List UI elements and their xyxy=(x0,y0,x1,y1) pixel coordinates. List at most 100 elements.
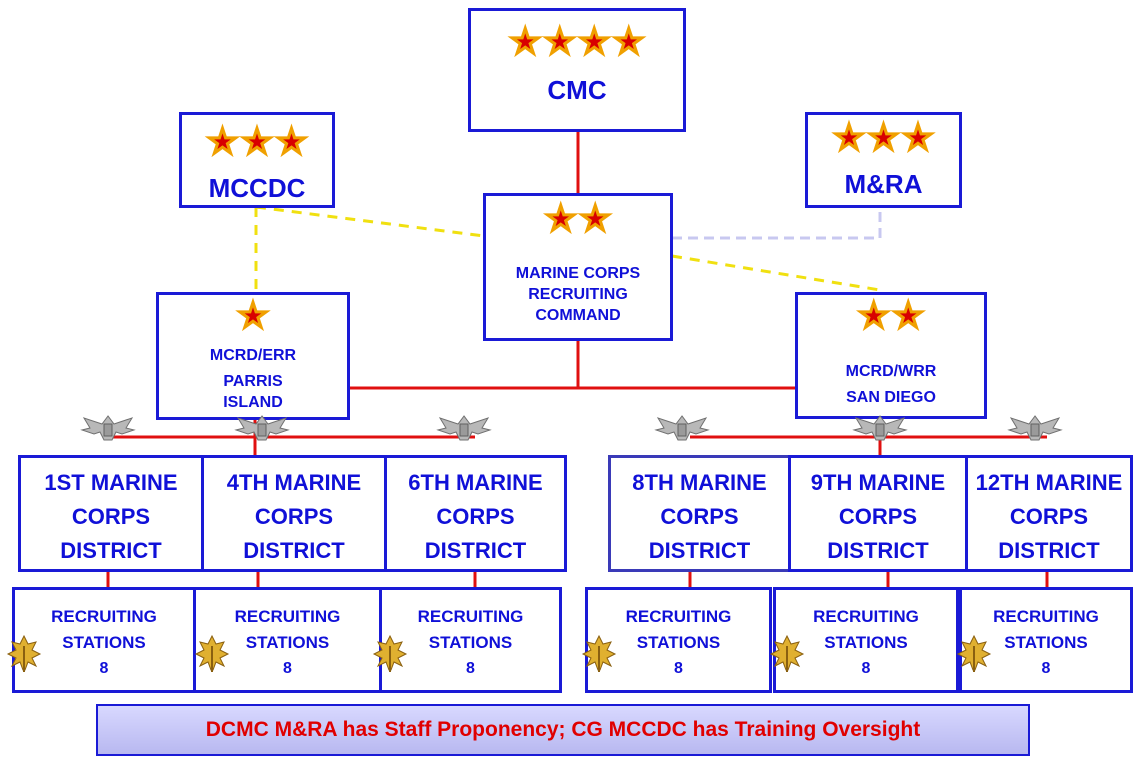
mcrc-box: ★★ MARINE CORPS RECRUITING COMMAND xyxy=(483,193,673,341)
star-icon: ★ xyxy=(544,200,577,238)
district-box: 9TH MARINE CORPS DISTRICT xyxy=(788,455,968,572)
stations-line1: RECRUITING xyxy=(234,607,341,626)
eagle-insignia-icon xyxy=(654,415,710,441)
one-star-rank: ★ xyxy=(159,297,347,335)
eagle-insignia-icon xyxy=(234,415,290,441)
district-line2: CORPS xyxy=(660,504,739,529)
mcrd-err-box: ★ MCRD/ERR PARRIS ISLAND xyxy=(156,292,350,420)
district-line3: DISTRICT xyxy=(243,538,345,563)
star-icon: ★ xyxy=(579,200,612,238)
stations-line2: STATIONS xyxy=(1004,633,1088,652)
three-star-rank: ★★★ xyxy=(808,119,959,157)
three-star-rank: ★★★ xyxy=(182,123,332,161)
district-line2: CORPS xyxy=(436,504,515,529)
district-line3: DISTRICT xyxy=(648,538,751,563)
oak-leaf-insignia-icon xyxy=(194,634,230,672)
stations-count: 8 xyxy=(861,660,871,677)
stations-line1: RECRUITING xyxy=(813,607,919,626)
district-line2: CORPS xyxy=(254,504,334,529)
recruiting-stations-box: RECRUITING STATIONS 8 xyxy=(959,587,1133,693)
district-line1: 12TH MARINE xyxy=(975,470,1123,495)
wrr-line1: MCRD/WRR xyxy=(845,363,937,380)
oversight-banner: DCMC M&RA has Staff Proponency; CG MCCDC… xyxy=(96,704,1030,756)
star-icon: ★ xyxy=(902,119,935,157)
stations-line1: RECRUITING xyxy=(625,607,732,626)
cmc-box: ★★★★ CMC xyxy=(468,8,686,132)
stations-count: 8 xyxy=(466,660,475,677)
district-line1: 1ST MARINE xyxy=(44,470,178,495)
district-line3: DISTRICT xyxy=(998,538,1100,563)
four-star-rank: ★★★★ xyxy=(471,23,683,61)
district-box: 4TH MARINE CORPS DISTRICT xyxy=(201,455,387,572)
district-line2: CORPS xyxy=(838,504,918,529)
district-line1: 6TH MARINE xyxy=(408,470,543,495)
star-icon: ★ xyxy=(892,297,925,335)
two-star-rank: ★★ xyxy=(486,200,670,238)
star-icon: ★ xyxy=(275,123,308,161)
stations-count: 8 xyxy=(1041,660,1051,677)
eagle-insignia-icon xyxy=(436,415,492,441)
district-line2: CORPS xyxy=(1009,504,1089,529)
stations-line2: STATIONS xyxy=(636,633,721,652)
oak-leaf-insignia-icon xyxy=(769,634,805,672)
star-icon: ★ xyxy=(867,119,900,157)
wrr-line2: SAN DIEGO xyxy=(846,389,936,406)
mcrd-wrr-box: ★★ MCRD/WRR SAN DIEGO xyxy=(795,292,987,419)
district-box: 12TH MARINE CORPS DISTRICT xyxy=(965,455,1133,572)
star-icon: ★ xyxy=(543,23,576,61)
two-star-rank: ★★ xyxy=(798,297,984,335)
oak-leaf-insignia-icon xyxy=(956,634,992,672)
district-line1: 8TH MARINE xyxy=(632,470,767,495)
mra-label: M&RA xyxy=(844,169,923,199)
oak-leaf-insignia-icon xyxy=(372,634,408,672)
district-line3: DISTRICT xyxy=(60,538,162,563)
star-icon: ★ xyxy=(578,23,611,61)
district-line2: CORPS xyxy=(71,504,151,529)
mcrc-line2: RECRUITING xyxy=(528,286,628,303)
stations-line2: STATIONS xyxy=(428,633,513,652)
recruiting-stations-box: RECRUITING STATIONS 8 xyxy=(773,587,959,693)
stations-line2: STATIONS xyxy=(245,633,330,652)
mra-box: ★★★ M&RA xyxy=(805,112,962,208)
star-icon: ★ xyxy=(857,297,890,335)
err-line3: ISLAND xyxy=(223,394,283,411)
district-line1: 9TH MARINE xyxy=(810,470,946,495)
star-icon: ★ xyxy=(612,23,645,61)
oak-leaf-insignia-icon xyxy=(6,634,42,672)
mcrc-line3: COMMAND xyxy=(535,307,621,324)
eagle-insignia-icon xyxy=(80,415,136,441)
district-line3: DISTRICT xyxy=(424,538,527,563)
stations-line1: RECRUITING xyxy=(51,607,157,626)
recruiting-stations-box: RECRUITING STATIONS 8 xyxy=(193,587,382,693)
district-line3: DISTRICT xyxy=(827,538,929,563)
cmc-label: CMC xyxy=(547,75,607,105)
stations-line2: STATIONS xyxy=(62,633,146,652)
mcrc-line1: MARINE CORPS xyxy=(515,265,641,282)
district-box: 6TH MARINE CORPS DISTRICT xyxy=(384,455,567,572)
district-box: 8TH MARINE CORPS DISTRICT xyxy=(608,455,791,572)
stations-count: 8 xyxy=(283,660,292,677)
eagle-insignia-icon xyxy=(1007,415,1063,441)
mccdc-box: ★★★ MCCDC xyxy=(179,112,335,208)
recruiting-stations-box: RECRUITING STATIONS 8 xyxy=(379,587,562,693)
district-box: 1ST MARINE CORPS DISTRICT xyxy=(18,455,204,572)
err-line2: PARRIS xyxy=(223,373,283,390)
recruiting-stations-box: RECRUITING STATIONS 8 xyxy=(585,587,772,693)
stations-line1: RECRUITING xyxy=(993,607,1099,626)
star-icon: ★ xyxy=(241,123,274,161)
star-icon: ★ xyxy=(237,297,270,335)
mccdc-label: MCCDC xyxy=(208,173,306,203)
star-icon: ★ xyxy=(206,123,239,161)
recruiting-stations-box: RECRUITING STATIONS 8 xyxy=(12,587,196,693)
eagle-insignia-icon xyxy=(852,415,908,441)
oak-leaf-insignia-icon xyxy=(581,634,617,672)
stations-line2: STATIONS xyxy=(824,633,908,652)
err-line1: MCRD/ERR xyxy=(209,347,297,364)
stations-line1: RECRUITING xyxy=(417,607,524,626)
stations-count: 8 xyxy=(99,660,109,677)
star-icon: ★ xyxy=(833,119,866,157)
star-icon: ★ xyxy=(509,23,542,61)
district-line1: 4TH MARINE xyxy=(226,470,362,495)
stations-count: 8 xyxy=(674,660,683,677)
